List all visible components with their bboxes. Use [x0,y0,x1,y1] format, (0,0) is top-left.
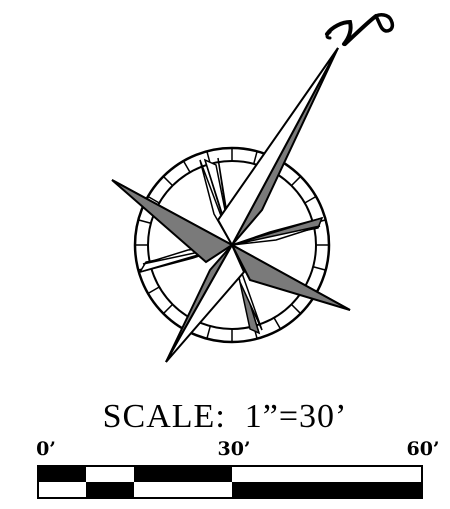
scale-seg-bot-2 [86,482,134,498]
compass-rose: N [0,0,395,363]
scale-tick-label-30: 30’ [217,438,251,460]
scale-seg-bot-1 [38,482,86,498]
compass-ring-tick [147,286,160,295]
compass-main-points [111,47,351,363]
scale-seg-bot-4 [232,482,422,498]
scale-seg-top-1 [38,466,86,482]
north-arrow-icon [325,13,395,46]
scale-bar [37,465,423,499]
compass-ring-tick [312,266,326,271]
scale-seg-bot-3 [134,482,232,498]
scale-tick-label-60: 60’ [406,438,440,460]
scale-tick-label-0: 0’ [36,438,56,460]
scale-seg-top-3 [134,466,232,482]
north-label: N [0,0,1,1]
compass-ring-tick [290,175,302,187]
compass-ring-tick [290,303,302,315]
compass-ring-tick [138,219,152,224]
compass-ring-tick [162,303,174,315]
compass-ring-tick [253,151,258,165]
compass-ring-tick [273,317,282,330]
scale-bar-border [37,465,423,499]
compass-ring-tick [147,195,160,204]
scale-seg-top-2 [86,466,134,482]
scale-bar-segments [37,465,423,499]
scale-seg-top-4 [232,466,422,482]
scale-title: SCALE: 1”=30’ [102,398,348,435]
compass-ring-tick [206,325,211,339]
compass-ring-tick [182,160,191,173]
compass-ring-tick [304,195,317,204]
compass-ring-tick [162,175,174,187]
